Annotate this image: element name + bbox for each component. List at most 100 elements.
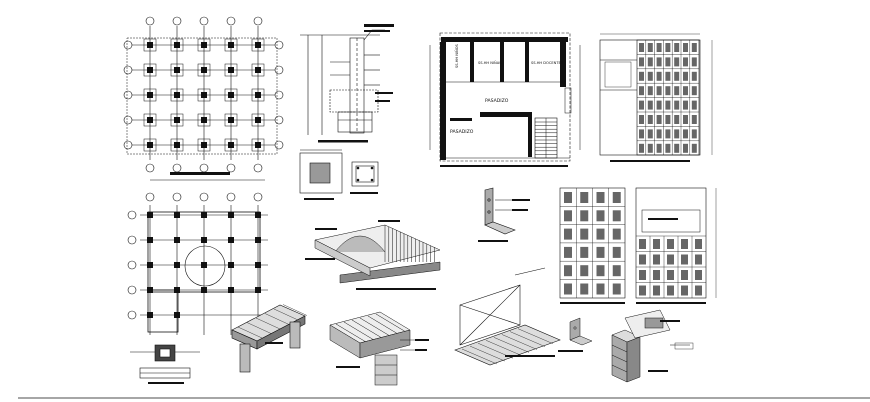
panel-cell bbox=[695, 285, 702, 296]
deck-board bbox=[517, 328, 554, 344]
grid-bubble bbox=[199, 163, 209, 173]
panel-cell bbox=[674, 100, 680, 110]
footing bbox=[143, 88, 157, 102]
panel-cell bbox=[580, 192, 589, 203]
panel-cell bbox=[683, 86, 688, 96]
grid-bubble bbox=[145, 192, 155, 202]
isometric-timber-block bbox=[329, 311, 429, 386]
isometric-roof-detail bbox=[305, 220, 441, 290]
panel-cell bbox=[656, 86, 662, 96]
panel-cell bbox=[639, 43, 644, 52]
panel-cell bbox=[667, 285, 674, 296]
wood-grain bbox=[367, 315, 399, 335]
column bbox=[201, 212, 207, 218]
grid-bubble bbox=[274, 90, 284, 100]
panel-cell bbox=[691, 43, 697, 52]
deck-board bbox=[469, 345, 506, 362]
panel-cell bbox=[665, 115, 671, 124]
room-label-right: SS.HH DOCENTES bbox=[531, 61, 564, 65]
panel-cell bbox=[681, 270, 688, 280]
panel-cell bbox=[667, 239, 674, 249]
panel-cell bbox=[665, 86, 671, 96]
footing bbox=[251, 88, 265, 102]
column bbox=[228, 117, 234, 123]
panel-cell bbox=[647, 143, 653, 153]
grid-bubble bbox=[123, 115, 133, 125]
footing bbox=[251, 138, 265, 152]
deck-board bbox=[501, 334, 538, 350]
panel-cell bbox=[596, 283, 605, 295]
wood-grain bbox=[273, 308, 299, 321]
panel-cell bbox=[667, 254, 674, 265]
room-label-left: SS.HH NIÑOS bbox=[454, 43, 459, 68]
panel-cell bbox=[665, 100, 671, 110]
facade-elevation-top bbox=[599, 33, 713, 162]
column bbox=[228, 287, 234, 293]
column bbox=[201, 117, 207, 123]
wood-grain bbox=[282, 304, 308, 316]
wood-grain bbox=[335, 323, 367, 343]
column bbox=[147, 92, 153, 98]
floor-beam-plan bbox=[127, 192, 268, 335]
panel-cell bbox=[647, 43, 653, 52]
panel-cell bbox=[564, 246, 572, 258]
panel-cell bbox=[656, 143, 662, 153]
grid-bubble bbox=[274, 140, 284, 150]
panel-cell bbox=[656, 71, 662, 81]
room-label-center: SS.HH NIÑAS bbox=[478, 60, 502, 65]
footing bbox=[197, 38, 211, 52]
panel-cell bbox=[665, 57, 671, 67]
panel-cell bbox=[580, 228, 589, 240]
grid-bubble bbox=[253, 192, 263, 202]
panel-cell bbox=[665, 143, 671, 153]
grid-bubble bbox=[123, 65, 133, 75]
panel-cell bbox=[683, 129, 688, 139]
panel-cell bbox=[656, 100, 662, 110]
panel-cell bbox=[612, 192, 621, 203]
wood-grain bbox=[351, 319, 383, 339]
panel-cell bbox=[695, 239, 702, 249]
footing bbox=[170, 88, 184, 102]
deck-board bbox=[461, 348, 498, 365]
panel-cell bbox=[639, 100, 644, 110]
footing bbox=[143, 63, 157, 77]
grid-bubble bbox=[226, 16, 236, 26]
panel-cell bbox=[639, 239, 646, 249]
grid-bubble bbox=[274, 65, 284, 75]
panel-cell bbox=[612, 246, 621, 258]
wood-grain bbox=[255, 317, 281, 330]
grid-bubble bbox=[127, 260, 137, 270]
slab-outline bbox=[147, 289, 179, 333]
panel-cell bbox=[639, 71, 644, 81]
grid-bubble bbox=[127, 235, 137, 245]
grid-bubble bbox=[199, 16, 209, 26]
footing bbox=[197, 88, 211, 102]
panel-cell bbox=[647, 129, 653, 139]
footing bbox=[224, 113, 238, 127]
footing bbox=[251, 63, 265, 77]
panel-cell bbox=[596, 246, 605, 258]
corridor-label-left: PASADIZO bbox=[450, 129, 474, 135]
panel-cell bbox=[674, 57, 680, 67]
column bbox=[228, 262, 234, 268]
panel-cell bbox=[564, 283, 572, 295]
slab-outline bbox=[147, 211, 261, 293]
column bbox=[201, 142, 207, 148]
column bbox=[174, 117, 180, 123]
grid-bubble bbox=[226, 192, 236, 202]
panel-cell bbox=[653, 285, 660, 296]
panel-cell bbox=[639, 270, 646, 280]
footing bbox=[197, 63, 211, 77]
column bbox=[255, 287, 261, 293]
column bbox=[174, 92, 180, 98]
panel-cell bbox=[564, 210, 572, 222]
column bbox=[228, 67, 234, 73]
column bbox=[255, 212, 261, 218]
column bbox=[201, 287, 207, 293]
column bbox=[201, 262, 207, 268]
wall-section-detail bbox=[300, 24, 394, 143]
panel-cell bbox=[647, 57, 653, 67]
column bbox=[255, 67, 261, 73]
panel-cell bbox=[691, 143, 697, 153]
panel-cell bbox=[647, 115, 653, 124]
